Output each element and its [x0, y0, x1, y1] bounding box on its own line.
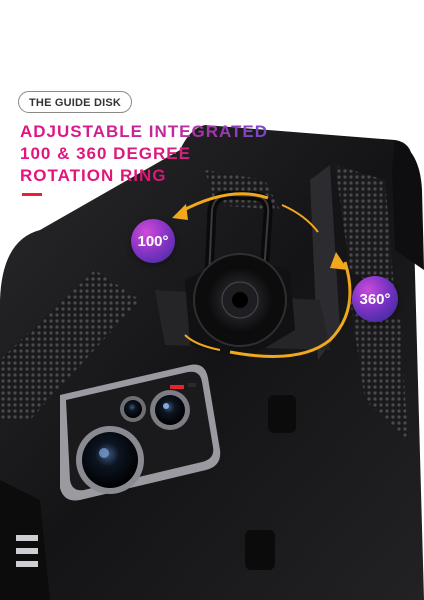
grip-panel-right-lower: [350, 300, 408, 440]
phone-case: [0, 125, 424, 600]
ring-holder-icon: [185, 190, 295, 360]
headline-line-3: ROTATION RING: [20, 165, 300, 187]
angle-100-label: 100°: [137, 232, 169, 250]
angle-100-bubble: 100°: [131, 219, 175, 263]
rotation-arrow-icon: [172, 192, 352, 358]
camera-module: [60, 364, 221, 501]
accent-bar: [22, 193, 42, 196]
grip-panel-right: [335, 165, 395, 300]
side-button: [268, 395, 296, 433]
headline: ADJUSTABLE INTEGRATED 100 & 360 DEGREE R…: [20, 121, 300, 187]
side-button-lower: [245, 530, 275, 570]
angle-360-bubble: 360°: [352, 276, 398, 322]
angle-360-label: 360°: [359, 290, 391, 308]
headline-line-1: ADJUSTABLE INTEGRATED: [20, 121, 300, 143]
grip-panel-left: [0, 270, 140, 420]
guide-disk-badge: THE GUIDE DISK: [18, 91, 133, 113]
headline-line-2: 100 & 360 DEGREE: [20, 143, 300, 165]
